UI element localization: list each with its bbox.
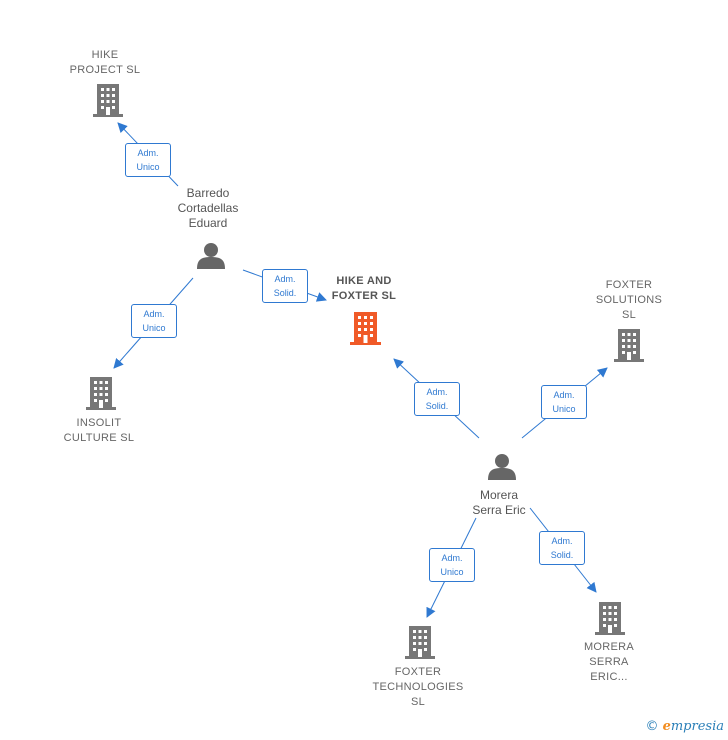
building-icon[interactable] xyxy=(614,329,644,362)
person-icon[interactable] xyxy=(197,243,225,269)
node-label-morera-serra-eric[interactable]: MORERA SERRA ERIC... xyxy=(583,641,635,683)
building-icon[interactable] xyxy=(405,626,435,659)
edge-role-box: Adm. Solid. xyxy=(539,531,585,565)
edge-role-box: Adm. Unico xyxy=(131,304,177,338)
brand-e: e xyxy=(662,719,671,734)
edge-role-box: Adm. Unico xyxy=(541,385,587,419)
node-label-foxter-technologies[interactable]: FOXTER TECHNOLOGIES SL xyxy=(372,666,464,708)
empresia-logo[interactable]: © empresia xyxy=(645,719,724,734)
node-label-hike-project[interactable]: HIKE PROJECT SL xyxy=(69,49,141,76)
brand-name: mpresia xyxy=(670,719,724,734)
building-icon[interactable] xyxy=(93,84,123,117)
building-icon-main[interactable] xyxy=(350,312,381,345)
person-label-barredo[interactable]: Barredo Cortadellas Eduard xyxy=(177,186,239,230)
building-icon[interactable] xyxy=(86,377,116,410)
edge-role-box: Adm. Unico xyxy=(429,548,475,582)
node-label-insolit-culture[interactable]: INSOLIT CULTURE SL xyxy=(63,417,135,444)
person-icon[interactable] xyxy=(488,454,516,480)
node-label-foxter-solutions[interactable]: FOXTER SOLUTIONS SL xyxy=(595,279,663,321)
copyright-symbol: © xyxy=(645,719,659,734)
node-label-hike-and-foxter[interactable]: HIKE AND FOXTER SL xyxy=(331,275,397,302)
edge-role-box: Adm. Solid. xyxy=(414,382,460,416)
building-icon[interactable] xyxy=(595,602,625,635)
edge-role-box: Adm. Unico xyxy=(125,143,171,177)
edge-role-box: Adm. Solid. xyxy=(262,269,308,303)
person-label-morera[interactable]: Morera Serra Eric xyxy=(472,488,526,517)
